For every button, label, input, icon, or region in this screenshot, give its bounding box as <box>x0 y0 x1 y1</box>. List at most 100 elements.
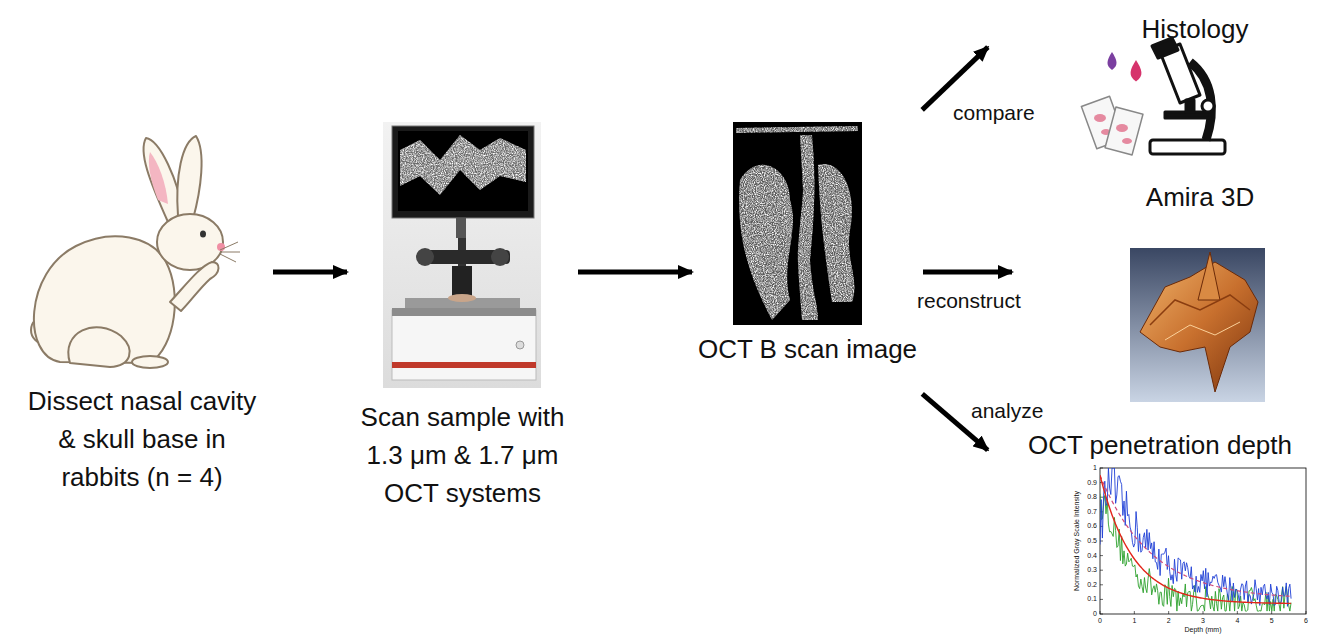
penetration-chart <box>1134 611 1135 614</box>
amira-3d-render <box>1198 252 1220 300</box>
rabbit-illustration <box>132 356 168 368</box>
output-panel: Histology <box>990 8 1300 163</box>
tick-label: 0 <box>1076 610 1097 618</box>
oct-scanner-photo <box>398 131 528 211</box>
tick-label: 4 <box>1227 617 1247 625</box>
oct-scanner-photo <box>383 122 541 388</box>
oct-scanner-photo <box>448 294 476 302</box>
step-panel: OCT B scan image <box>695 100 920 403</box>
oct-bscan-image <box>736 126 858 320</box>
tick-label: 0.8 <box>1076 493 1097 501</box>
microscope-icon <box>1202 100 1214 112</box>
microscope-icon <box>1131 60 1142 82</box>
oct-bscan-image <box>733 122 862 325</box>
amira-3d-render <box>1150 295 1250 325</box>
axis-title: Normalized Gray Scale Intensity <box>1073 481 1081 601</box>
penetration-chart <box>1168 611 1169 614</box>
oct-scanner-photo <box>392 310 536 380</box>
penetration-chart <box>1306 611 1307 614</box>
tick-label: 0.4 <box>1076 552 1097 560</box>
oct-scanner-photo <box>456 218 466 238</box>
step-panel: Dissect nasal cavity & skull base in rab… <box>15 130 270 510</box>
oct-scanner-photo <box>400 135 526 195</box>
tick-label: 6 <box>1296 617 1316 625</box>
oct-scanner-photo <box>491 248 509 266</box>
rabbit-illustration <box>149 152 168 204</box>
tick-label: 1 <box>1076 464 1097 472</box>
microscope-icon <box>1122 138 1132 144</box>
oct-bscan-image <box>733 122 862 325</box>
flow-arrow <box>578 270 692 275</box>
penetration-chart <box>1100 475 1291 596</box>
step-panel: Scan sample with 1.3 μm & 1.7 μm OCT sys… <box>350 118 575 528</box>
microscope-icon <box>1107 52 1116 70</box>
amira-3d-render <box>1130 248 1265 402</box>
tick-label: 0.6 <box>1076 522 1097 530</box>
tick-label: 0.5 <box>1076 537 1097 545</box>
microscope-icon <box>1116 124 1128 132</box>
oct-scanner-photo <box>392 126 534 218</box>
penetration-chart <box>1100 584 1103 585</box>
oct-scanner-photo <box>516 341 524 349</box>
penetration-chart <box>1100 614 1103 615</box>
penetration-chart <box>1100 468 1306 614</box>
node-title: Scan sample with 1.3 μm & 1.7 μm OCT sys… <box>350 398 575 512</box>
edge-label: compare <box>950 100 1038 126</box>
rabbit-illustration <box>177 136 201 219</box>
oct-scanner-photo <box>452 266 472 296</box>
tick-label: 0.9 <box>1076 479 1097 487</box>
flow-arrow <box>273 270 347 275</box>
rabbit-illustration <box>31 136 240 368</box>
node-title: Dissect nasal cavity & skull base in rab… <box>22 382 262 496</box>
penetration-chart <box>1203 611 1204 614</box>
penetration-chart <box>1100 611 1101 614</box>
node-title: Amira 3D <box>1120 178 1280 216</box>
microscope-icon <box>1081 38 1225 155</box>
penetration-chart <box>1237 611 1238 614</box>
node-title: OCT penetration depth <box>1010 426 1310 464</box>
oct-scanner-photo <box>400 135 526 195</box>
tick-label: 0.7 <box>1076 508 1097 516</box>
amira-3d-render <box>1130 248 1265 402</box>
penetration-chart <box>1100 475 1291 603</box>
oct-scanner-photo <box>392 308 536 316</box>
penetration-chart <box>1100 468 1306 614</box>
penetration-chart <box>1100 555 1103 556</box>
microscope-icon <box>1105 107 1143 155</box>
tick-label: 1 <box>1124 617 1144 625</box>
amira-3d-render <box>1140 262 1258 392</box>
rabbit-illustration <box>170 262 219 311</box>
amira-3d-render <box>1165 322 1240 340</box>
microscope-icon <box>1186 100 1194 112</box>
output-panel: Amira 3D <box>1015 176 1305 406</box>
tick-label: 2 <box>1159 617 1179 625</box>
oct-scanner-photo <box>392 362 536 368</box>
tick-label: 0.3 <box>1076 566 1097 574</box>
penetration-chart <box>1100 570 1103 571</box>
node-title: Histology <box>1120 10 1270 48</box>
penetration-chart <box>1271 611 1272 614</box>
tick-label: 0.1 <box>1076 595 1097 603</box>
penetration-chart <box>1100 599 1103 600</box>
penetration-chart <box>1100 468 1103 469</box>
rabbit-illustration <box>68 327 129 367</box>
flow-arrow <box>923 270 1012 275</box>
microscope-icon <box>1150 140 1225 154</box>
edge-label: reconstruct <box>914 288 1024 314</box>
edge-label: analyze <box>968 398 1046 424</box>
oct-bscan-image <box>736 126 858 320</box>
oct-scanner-photo <box>383 122 541 388</box>
rabbit-illustration <box>200 231 206 238</box>
tick-label: 0 <box>1090 617 1110 625</box>
axis-title: Depth (mm) <box>1163 626 1243 634</box>
output-panel: OCT penetration depth <box>990 428 1315 640</box>
tick-label: 3 <box>1193 617 1213 625</box>
penetration-chart <box>1100 468 1291 606</box>
oct-scanner-photo <box>416 248 434 266</box>
microscope-icon <box>1094 114 1106 122</box>
rabbit-illustration <box>220 242 240 262</box>
tick-label: 0.2 <box>1076 581 1097 589</box>
node-title: OCT B scan image <box>695 330 920 368</box>
